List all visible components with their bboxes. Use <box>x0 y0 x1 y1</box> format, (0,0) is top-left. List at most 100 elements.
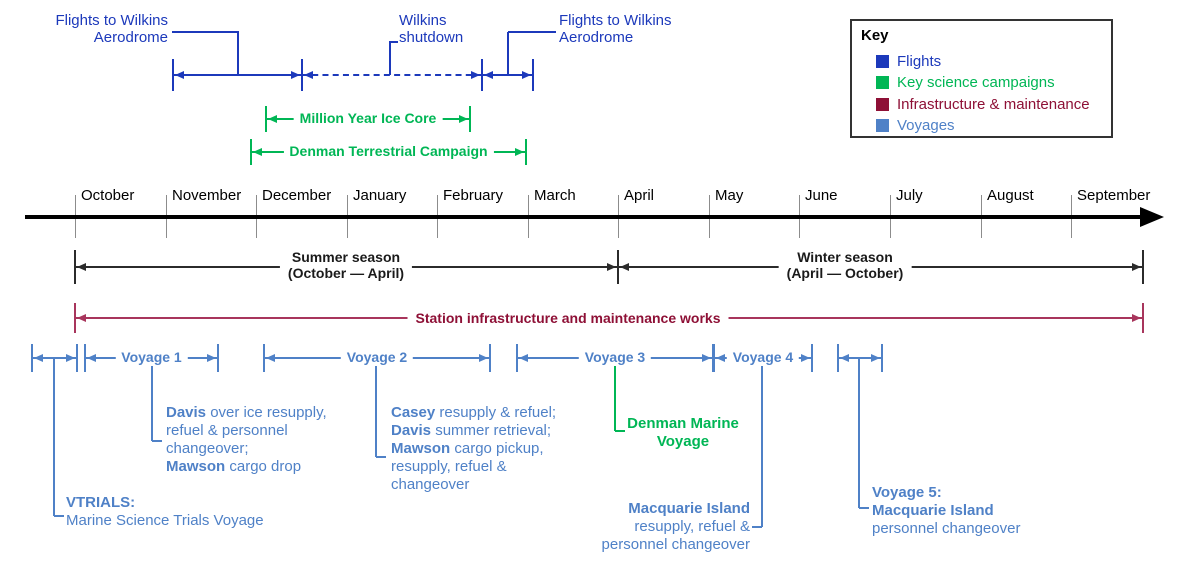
flights-shutdown-left-arrowhead <box>304 71 313 79</box>
voyage-5-annotation-text: Macquarie Island <box>872 502 994 519</box>
month-label-june: June <box>805 187 838 204</box>
voyage-2-annotation-text: changeover <box>391 476 470 493</box>
legend-swatch-infrastructure-maintenance <box>876 97 889 111</box>
voyage-2-annotation-text: Mawson <box>391 440 451 457</box>
month-label-april: April <box>624 187 655 204</box>
voyage-1-annotation-line-1: refuel & personnel <box>166 422 327 440</box>
summer-right-arrowhead <box>607 263 616 271</box>
wilkins-shutdown-tick <box>389 41 398 43</box>
season-divider-cap <box>617 250 619 284</box>
flights-right-bracket-h <box>508 31 556 33</box>
voyage-2-annotation-text: cargo pickup, <box>450 440 544 457</box>
wilkins-shutdown-label-line1: Wilkins <box>399 12 447 29</box>
voyage-2-annotation-text: summer retrieval; <box>431 422 552 439</box>
voyage-3-leader <box>614 358 616 431</box>
station-infrastructure-label: Station infrastructure and maintenance w… <box>407 310 729 327</box>
voyage-4-arrow-end-cap <box>811 344 813 372</box>
voyage-3-annotation-line-1: Voyage <box>601 433 765 451</box>
legend-label-science-campaigns: Key science campaigns <box>897 74 1055 92</box>
key-item-flights: Flights <box>876 52 941 70</box>
month-label-august: August <box>987 187 1034 204</box>
flights-left-label-line2: Aerodrome <box>93 29 168 46</box>
flights-right-label-line2: Aerodrome <box>559 29 634 46</box>
flights-seg1-left-arrowhead <box>175 71 184 79</box>
month-label-october: October <box>81 187 135 204</box>
voyage-4-annotation-line-1: resupply, refuel & <box>557 518 750 536</box>
flights-cap-3 <box>532 59 534 91</box>
vtrials-annotation: VTRIALS:Marine Science Trials Voyage <box>66 494 264 530</box>
legend-swatch-science-campaigns <box>876 76 889 90</box>
flights-right-bracket-v <box>507 32 509 75</box>
voyage-2-annotation-text: resupply, refuel & <box>391 458 507 475</box>
key-item-infrastructure-maintenance: Infrastructure & maintenance <box>876 95 1090 113</box>
flights-left-bracket-v <box>237 32 239 75</box>
month-label-may: May <box>715 187 744 204</box>
voyage-2-leader <box>375 358 377 457</box>
voyage-2-annotation-line-0: Casey resupply & refuel; <box>391 404 556 422</box>
legend-label-voyages: Voyages <box>897 117 955 135</box>
infrastructure-arrow-end-cap <box>1142 303 1144 333</box>
voyage-2-annotation-text: resupply & refuel; <box>435 404 557 421</box>
campaign-label-denman-terrestrial-campaign: Denman Terrestrial Campaign <box>283 143 494 160</box>
winter-season-name: Winter season <box>797 249 893 265</box>
flights-left-bracket-h <box>172 31 239 33</box>
voyage-3-annotation-text: Denman Marine <box>627 415 739 432</box>
timeline-axis-line <box>25 215 1141 219</box>
winter-season-end-cap <box>1142 250 1144 284</box>
flights-shutdown-right-arrowhead <box>471 71 480 79</box>
vtrials-arrow-end-cap <box>76 344 78 372</box>
winter-right-arrowhead <box>1132 263 1141 271</box>
vtrials-annotation-text: Marine Science Trials Voyage <box>66 512 264 529</box>
legend-label-infrastructure-maintenance: Infrastructure & maintenance <box>897 95 1090 113</box>
month-label-february: February <box>443 187 504 204</box>
summer-season-range: (October — April) <box>287 265 405 281</box>
voyage-4-leader <box>761 358 763 527</box>
month-label-july: July <box>896 187 923 204</box>
voyage-5-annotation-line-1: Macquarie Island <box>872 502 1020 520</box>
voyage-1-leader-tick <box>152 440 162 442</box>
voyage-2-annotation-line-3: resupply, refuel & <box>391 458 556 476</box>
voyage-1-annotation-line-0: Davis over ice resupply, <box>166 404 327 422</box>
flights-to-wilkins-right-label: Flights to Wilkins Aerodrome <box>559 12 672 46</box>
voyage-5-annotation-line-0: Voyage 5: <box>872 484 1020 502</box>
campaign-million-year-ice-core-end-cap <box>469 106 471 132</box>
voyage-4-annotation-text: resupply, refuel & <box>634 518 750 535</box>
voyage-4-annotation-line-2: personnel changeover <box>557 536 750 554</box>
flights-seg2-left-arrowhead <box>484 71 493 79</box>
summer-left-arrowhead <box>77 263 86 271</box>
timeline-axis-arrowhead <box>1140 207 1164 227</box>
voyage-1-annotation-line-2: changeover; <box>166 440 327 458</box>
voyage-1-annotation-text: changeover; <box>166 440 249 457</box>
flights-shutdown-line <box>302 74 482 76</box>
voyage-1-label: Voyage 1 <box>115 349 188 366</box>
key-item-science-campaigns: Key science campaigns <box>876 74 1055 92</box>
voyage-1-annotation-text: cargo drop <box>225 458 302 475</box>
voyage-2-annotation: Casey resupply & refuel;Davis summer ret… <box>391 404 556 494</box>
voyage-2-arrow-end-cap <box>489 344 491 372</box>
wilkins-shutdown-label: Wilkins shutdown <box>399 12 463 46</box>
voyage-1-arrow-end-cap <box>217 344 219 372</box>
flights-seg1-right-arrowhead <box>291 71 300 79</box>
legend-swatch-flights <box>876 54 889 68</box>
voyage-5-annotation-line-2: personnel changeover <box>872 520 1020 538</box>
key-title: Key <box>861 27 889 44</box>
month-label-january: January <box>353 187 407 204</box>
voyage-1-annotation-text: Mawson <box>166 458 226 475</box>
voyage-5-leader-tick <box>859 507 869 509</box>
voyage-1-annotation-text: refuel & personnel <box>166 422 288 439</box>
voyage-4-annotation-text: Macquarie Island <box>628 500 750 517</box>
key-item-voyages: Voyages <box>876 117 955 135</box>
voyage-2-annotation-line-2: Mawson cargo pickup, <box>391 440 556 458</box>
legend-swatch-voyages <box>876 119 889 133</box>
voyage-1-annotation-text: over ice resupply, <box>206 404 327 421</box>
voyage-2-annotation-line-1: Davis summer retrieval; <box>391 422 556 440</box>
voyage-5-annotation-text: personnel changeover <box>872 520 1021 537</box>
month-label-september: September <box>1077 187 1151 204</box>
voyage-2-annotation-text: Davis <box>391 422 432 439</box>
voyage-2-label: Voyage 2 <box>340 349 414 366</box>
voyage-5-annotation-text: Voyage 5: <box>872 484 942 501</box>
